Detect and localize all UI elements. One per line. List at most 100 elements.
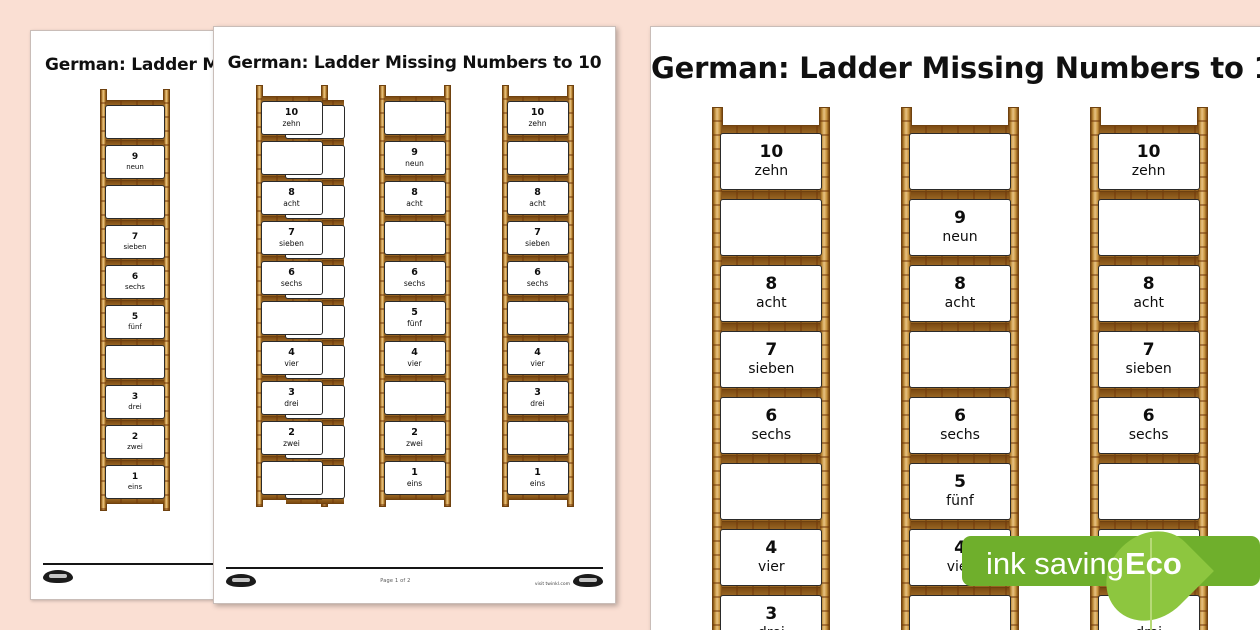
rung-word: zwei bbox=[283, 439, 300, 449]
rung-number: 10 bbox=[530, 107, 545, 119]
rung-number: 4 bbox=[765, 538, 778, 559]
ladder-rung-blank[interactable] bbox=[908, 133, 1011, 190]
rung-word: vier bbox=[758, 559, 785, 576]
rung-word: zehn bbox=[754, 163, 789, 180]
rung-word: zehn bbox=[1131, 163, 1166, 180]
ladder-rung-blank[interactable] bbox=[105, 185, 165, 219]
ladder-rung-blank[interactable] bbox=[383, 101, 446, 135]
rung-word: acht bbox=[406, 199, 423, 209]
ladder-rung-blank[interactable] bbox=[506, 301, 569, 335]
ladder-rung-blank[interactable] bbox=[260, 141, 323, 175]
ladder-rung-blank[interactable] bbox=[506, 421, 569, 455]
page-title-truncated: German: Ladder M bbox=[45, 55, 220, 75]
rung-number: 7 bbox=[534, 227, 541, 239]
ladder-rung-blank[interactable] bbox=[383, 381, 446, 415]
ladder-rung-blank[interactable] bbox=[908, 595, 1011, 630]
rung-number: 8 bbox=[534, 187, 541, 199]
rung-number: 8 bbox=[411, 187, 418, 199]
footer-url-text: visit twinkl.com bbox=[534, 582, 570, 587]
ladder-rung-blank[interactable] bbox=[383, 221, 446, 255]
ladder-rung-blank[interactable] bbox=[720, 463, 823, 520]
rung-word: neun bbox=[942, 229, 978, 246]
rung-number: 2 bbox=[411, 427, 418, 439]
rung-word: drei bbox=[530, 399, 545, 409]
rung-word: fünf bbox=[946, 493, 974, 510]
ladder-rung-blank[interactable] bbox=[1097, 463, 1200, 520]
ladder-rung-blank[interactable] bbox=[105, 105, 165, 139]
rung-word: drei bbox=[128, 403, 142, 412]
rung-word: sieben bbox=[123, 243, 147, 252]
ladder-rung-blank[interactable] bbox=[908, 331, 1011, 388]
rung-number: 4 bbox=[954, 538, 966, 559]
rung-word: vier bbox=[284, 359, 299, 369]
rung-word: zwei bbox=[406, 439, 423, 449]
rung-word: sieben bbox=[748, 361, 795, 378]
rung-word: zehn bbox=[528, 119, 547, 129]
ladder-rung-blank[interactable] bbox=[260, 301, 323, 335]
rung-word: eins bbox=[406, 479, 423, 489]
ladder-rung-blank[interactable] bbox=[720, 199, 823, 256]
rung-number: 3 bbox=[288, 387, 295, 399]
rung-number: 2 bbox=[131, 431, 139, 442]
ladder-rung-blank[interactable] bbox=[260, 461, 323, 495]
rung-number: 4 bbox=[411, 347, 418, 359]
ladder-rung-blank[interactable] bbox=[506, 141, 569, 175]
rung-word: neun bbox=[126, 163, 144, 172]
rung-word: vier bbox=[407, 359, 422, 369]
ladder-rung-blank[interactable] bbox=[1097, 199, 1200, 256]
rung-number: 3 bbox=[131, 391, 139, 402]
ladder-row-main: 10zehn8acht7sieben6sechs4vier3drei9neun8… bbox=[651, 107, 1260, 630]
rung-number: 9 bbox=[411, 147, 418, 159]
ladder-rung-blank[interactable] bbox=[105, 345, 165, 379]
rung-number: 10 bbox=[284, 107, 299, 119]
rung-word: acht bbox=[944, 295, 976, 312]
